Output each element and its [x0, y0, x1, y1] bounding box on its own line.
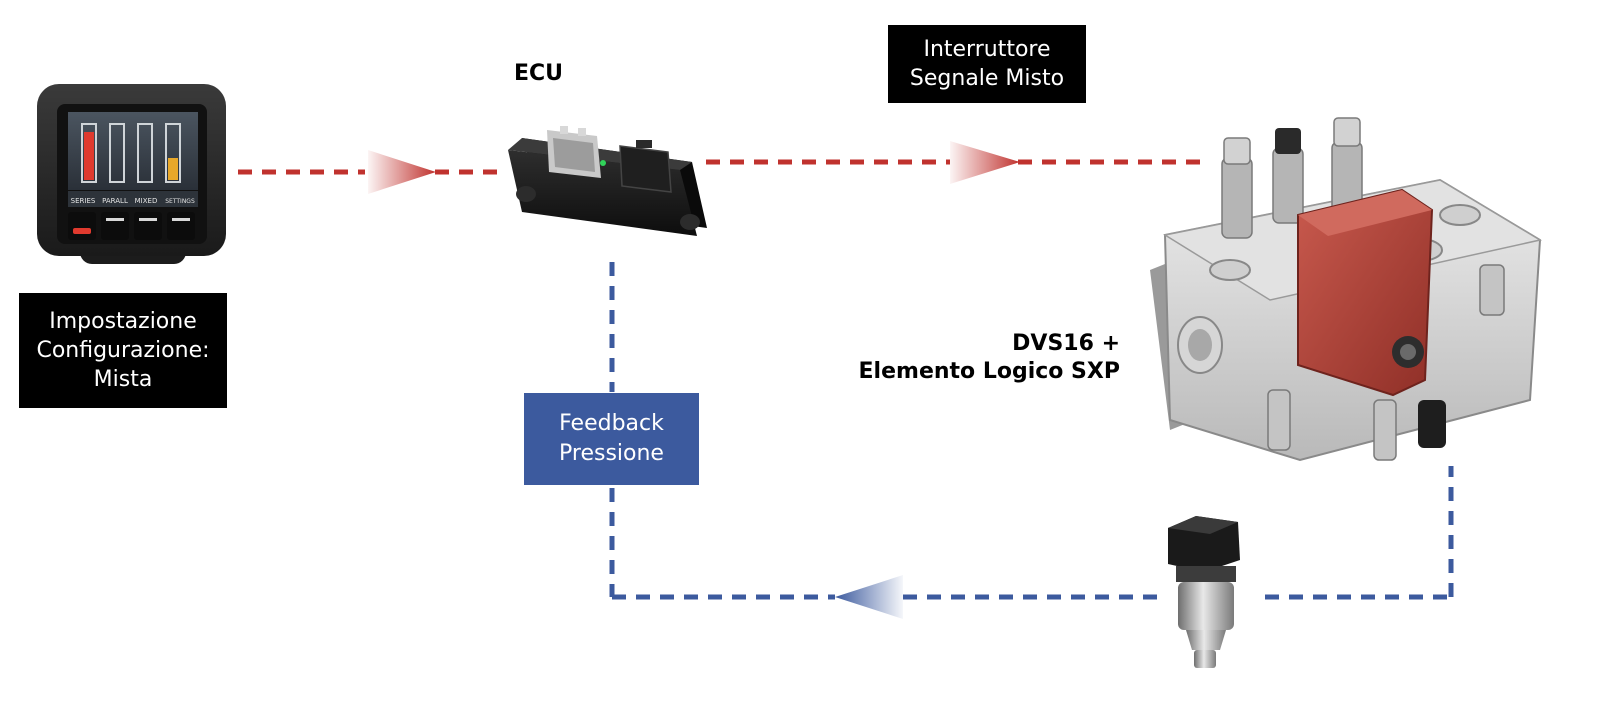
directional-valve-block-icon: [1150, 117, 1542, 462]
display-button-label: MIXED: [135, 197, 158, 205]
config-setting-line: Impostazione: [49, 309, 197, 334]
arrow-right-icon: [950, 141, 1020, 184]
display-button-label: PARALL: [102, 197, 128, 205]
valve-block-label: DVS16 + Elemento Logico SXP: [800, 330, 1120, 386]
config-setting-line: Configurazione:: [36, 338, 210, 363]
display-device-icon: SERIES PARALL MIXED SETTINGS: [37, 84, 226, 264]
display-button-label: SETTINGS: [165, 198, 195, 205]
valve-block-line: DVS16 +: [1012, 331, 1120, 356]
pressure-feedback-line: Pressione: [559, 441, 664, 466]
arrow-left-icon: [835, 575, 903, 619]
pressure-feedback-label: Feedback Pressione: [524, 393, 699, 485]
config-setting-line: Mista: [93, 367, 153, 392]
pressure-sensor-icon: [1168, 516, 1240, 668]
display-button-label: SERIES: [71, 197, 96, 205]
config-setting-label: Impostazione Configurazione: Mista: [19, 293, 227, 408]
switch-signal-label: Interruttore Segnale Misto: [888, 25, 1086, 103]
switch-signal-line: Interruttore: [923, 37, 1051, 62]
ecu-label: ECU: [514, 61, 564, 86]
feedback-line: [609, 262, 1454, 600]
valve-block-line: Elemento Logico SXP: [858, 359, 1120, 384]
arrow-right-icon: [368, 150, 436, 194]
ecu-module-icon: [508, 126, 707, 236]
pressure-feedback-line: Feedback: [559, 411, 664, 436]
switch-signal-line: Segnale Misto: [909, 66, 1065, 91]
